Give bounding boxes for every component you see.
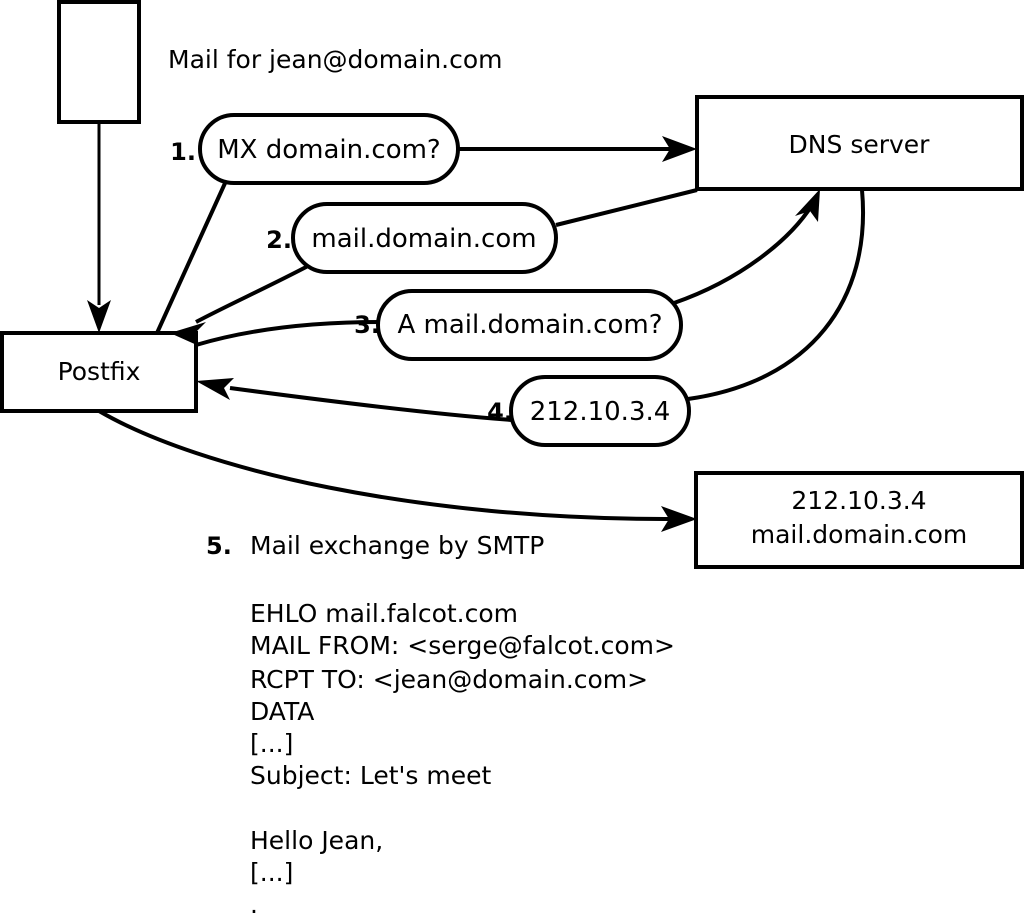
smtp-line: Subject: Let's meet: [250, 761, 491, 790]
step-number-1: 1.: [170, 138, 196, 166]
dns-server-box: [695, 95, 1024, 191]
step-bubble-3[interactable]: [376, 289, 683, 361]
arrowhead-step2-to-postfix: [170, 322, 206, 346]
smtp-line: RCPT TO: <jean@domain.com>: [250, 665, 648, 694]
smtp-line: Hello Jean,: [250, 826, 383, 855]
smtp-line: [...]: [250, 729, 293, 758]
smtp-line: DATA: [250, 697, 314, 726]
step-bubble-1[interactable]: [198, 113, 460, 185]
step-number-5: 5.: [206, 532, 232, 560]
edge-step2-to-postfix: [195, 264, 309, 324]
smtp-line: .: [250, 890, 258, 919]
arrowhead-step3-to-dns: [795, 189, 820, 222]
step-bubble-2-label: mail.domain.com: [311, 224, 536, 254]
postfix-label: Postfix: [58, 357, 141, 386]
title-caption: Mail for jean@domain.com: [168, 45, 503, 74]
step-bubble-4[interactable]: [509, 375, 691, 447]
edge-postfix-to-mailserver: [97, 409, 673, 522]
arrowhead-step1-to-dns: [662, 136, 697, 162]
step-number-4: 4.: [487, 398, 513, 426]
arrowhead-postfix-to-mailserver: [661, 506, 697, 532]
edge-step3-to-dns: [673, 203, 814, 305]
remote-mail-server-box: [694, 471, 1024, 569]
arrowhead-client-to-postfix: [87, 300, 111, 333]
dns-server-label: DNS server: [789, 130, 931, 159]
remote-mail-server-host: mail.domain.com: [751, 520, 967, 549]
edge-postfix-to-step3: [195, 320, 381, 347]
step-number-3: 3.: [354, 311, 380, 339]
postfix-box: [0, 331, 198, 413]
mail-client-box: [57, 0, 141, 124]
step-bubble-4-label: 212.10.3.4: [530, 397, 671, 427]
step-5-label: Mail exchange by SMTP: [250, 531, 544, 560]
arrowhead-step4-to-postfix: [196, 378, 234, 400]
step-bubble-2[interactable]: [291, 202, 558, 274]
edge-step4-to-postfix: [229, 386, 513, 422]
step-bubble-3-label: A mail.domain.com?: [398, 310, 663, 340]
smtp-transcript: EHLO mail.falcot.com MAIL FROM: <serge@f…: [250, 599, 675, 919]
edge-postfix-to-step1: [155, 180, 228, 334]
step-number-2: 2.: [266, 226, 292, 254]
remote-mail-server-ip: 212.10.3.4: [791, 486, 926, 515]
edge-dns-to-step2: [555, 188, 698, 227]
edge-dns-to-step4: [687, 189, 865, 401]
smtp-line: EHLO mail.falcot.com: [250, 599, 518, 628]
smtp-line: [...]: [250, 858, 293, 887]
step-bubble-1-label: MX domain.com?: [217, 135, 440, 165]
smtp-line: MAIL FROM: <serge@falcot.com>: [250, 631, 675, 660]
